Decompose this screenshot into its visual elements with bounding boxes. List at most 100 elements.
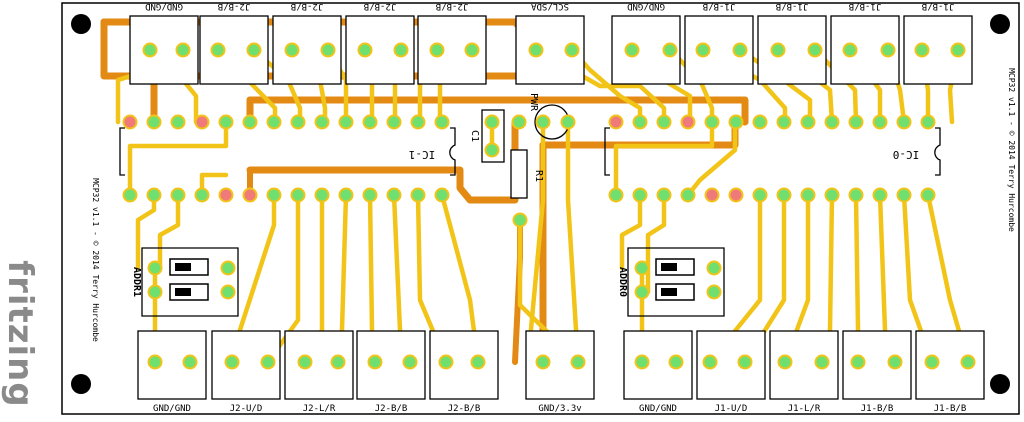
addr1-pad-3 [222, 262, 234, 274]
top-terminal-pad-17 [809, 44, 821, 56]
addr0-pad-2 [636, 286, 648, 298]
top-terminal-pad-1 [177, 44, 189, 56]
addr-left-switch [169, 258, 209, 301]
ic0-top-pin-11 [874, 116, 886, 128]
bottom-terminal-pad-19 [889, 356, 901, 368]
bottom-terminal-pad-7 [404, 356, 416, 368]
version-label-left: MCP32 v1.1 - © 2014 Terry Hurcombe [91, 178, 100, 342]
top-terminal-label-6: GND/GND [627, 1, 665, 11]
addr-right-switch [655, 258, 695, 301]
addr0-pad-1 [636, 262, 648, 274]
top-terminal-pad-10 [530, 44, 542, 56]
bottom-terminal-pad-1 [184, 356, 196, 368]
ic1-top-pin-7 [292, 116, 304, 128]
led-pad-1 [513, 116, 525, 128]
ic0-top-pin-5 [730, 116, 742, 128]
addr-right-outline [627, 247, 725, 317]
top-terminal-pad-6 [359, 44, 371, 56]
top-terminal-pad-5 [322, 44, 334, 56]
bottom-terminal-pad-0 [149, 356, 161, 368]
bottom-terminal-pad-3 [262, 356, 274, 368]
top-terminal-pad-18 [844, 44, 856, 56]
ic0-bottom-pin-3 [682, 189, 694, 201]
signal-trace-53 [565, 119, 581, 365]
mount-hole-bottom-right [990, 374, 1010, 394]
top-terminal-pad-14 [697, 44, 709, 56]
ic0-bottom-pin-5 [730, 189, 742, 201]
top-terminal-label-3: J2-B/B [364, 1, 397, 11]
addr-left-outline [141, 247, 239, 317]
ic0-bottom-pin-10 [850, 189, 862, 201]
ic1-top-pin-8 [316, 116, 328, 128]
bottom-terminal-pad-13 [670, 356, 682, 368]
top-terminal-pad-19 [882, 44, 894, 56]
ic0-top-pin-0 [610, 116, 622, 128]
bottom-terminal-pad-8 [440, 356, 452, 368]
ic1-top-pin-10 [364, 116, 376, 128]
bottom-terminal-label-10: J1-B/B [934, 404, 967, 414]
led-pad-2 [537, 116, 549, 128]
ic1-bottom-pin-11 [388, 189, 400, 201]
bottom-terminal-pad-10 [537, 356, 549, 368]
ic-left-label: IC-1 [409, 148, 436, 161]
ic0-bottom-pin-13 [922, 189, 934, 201]
ic0-top-pin-13 [922, 116, 934, 128]
top-terminal-pad-20 [916, 44, 928, 56]
ic0-top-pin-10 [850, 116, 862, 128]
ic1-top-pin-11 [388, 116, 400, 128]
ic0-top-pin-12 [898, 116, 910, 128]
ic1-bottom-pin-2 [172, 189, 184, 201]
bottom-terminal-pad-18 [852, 356, 864, 368]
top-terminal-pad-8 [431, 44, 443, 56]
mount-hole-top-left [71, 14, 91, 34]
top-terminal-pad-2 [212, 44, 224, 56]
cap-pad-2 [486, 144, 498, 156]
capacitor-outline [481, 109, 505, 163]
bottom-terminal-label-0: GND/GND [153, 404, 191, 414]
ic1-bottom-pin-12 [412, 189, 424, 201]
signal-trace-17 [812, 47, 859, 125]
addr1-pad-4 [222, 286, 234, 298]
screw-terminals [129, 15, 985, 400]
bottom-terminal-pad-20 [926, 356, 938, 368]
bottom-terminal-pad-15 [739, 356, 751, 368]
ic1-bottom-pin-9 [340, 189, 352, 201]
watermark-text: fritzing [0, 260, 40, 408]
component-pads [122, 42, 976, 370]
top-terminal-label-2: J2-B/B [291, 1, 324, 11]
top-terminal-label-9: J1-B/B [849, 1, 882, 11]
ic0-bottom-pin-7 [778, 189, 790, 201]
fritzing-watermark: fritzing [0, 250, 40, 418]
top-terminal-label-1: J2-B/B [218, 1, 251, 11]
signal-trace-23 [157, 192, 181, 271]
top-terminal-pad-3 [248, 44, 260, 56]
bottom-terminal-pad-11 [572, 356, 584, 368]
res-pad [514, 214, 526, 226]
cap-label: C1 [469, 130, 480, 142]
addr1-pad-2 [149, 286, 161, 298]
bottom-terminal-pad-12 [636, 356, 648, 368]
top-terminal-label-10: J1-B/B [922, 1, 955, 11]
top-terminal-pad-16 [772, 44, 784, 56]
ic0-top-pin-3 [682, 116, 694, 128]
top-terminal-pad-15 [734, 44, 746, 56]
ic1-bottom-pin-4 [220, 189, 232, 201]
top-terminal-5 [515, 15, 585, 85]
ic0-bottom-pin-12 [898, 189, 910, 201]
ic-right-label: IC-0 [893, 148, 920, 161]
top-terminal-pad-7 [395, 44, 407, 56]
ic1-top-pin-4 [220, 116, 232, 128]
signal-trace-15 [737, 47, 813, 125]
ic1-bottom-pin-6 [268, 189, 280, 201]
ic1-top-pin-12 [412, 116, 424, 128]
bottom-terminal-label-5: GND/3.3v [538, 404, 581, 414]
cap-pad-1 [486, 116, 498, 128]
addr0-pad-3 [708, 262, 720, 274]
top-terminal-pad-21 [952, 44, 964, 56]
bottom-terminal-pad-17 [816, 356, 828, 368]
ic-left-outline [119, 127, 456, 176]
ic0-bottom-pin-2 [658, 189, 670, 201]
ic0-top-pin-8 [802, 116, 814, 128]
